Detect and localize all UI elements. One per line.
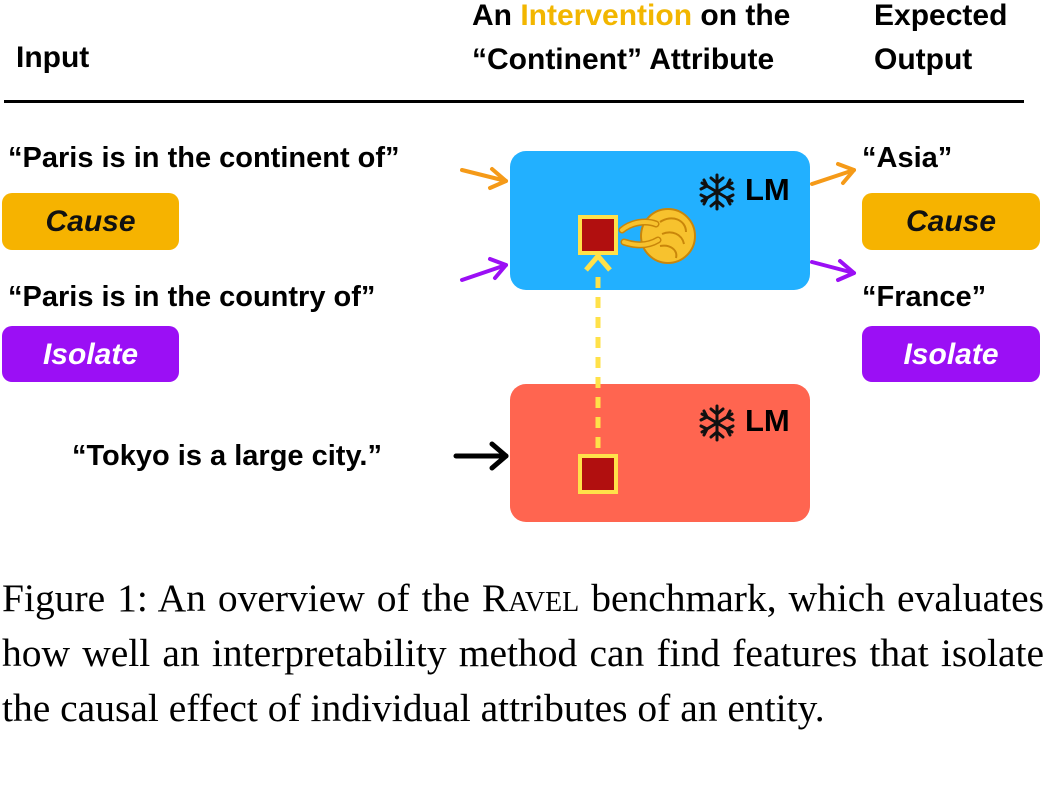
- isolate-prompt: “Paris is in the country of”: [8, 281, 376, 313]
- isolate-output-text: “France”: [862, 281, 987, 313]
- intervention-prefix: An: [472, 0, 512, 32]
- intervention-path: [578, 208, 696, 494]
- cause-output-text: “Asia”: [862, 142, 953, 174]
- bottom-neuron: [578, 454, 618, 494]
- output-isolate-tag: Isolate: [862, 326, 1040, 382]
- figure-caption: Figure 1: An overview of the Ravel bench…: [2, 571, 1044, 736]
- input-isolate-tag: Isolate: [2, 326, 179, 382]
- caption-prefix: Figure 1: An overview of the: [2, 576, 470, 620]
- intervention-suffix: on the: [700, 0, 791, 32]
- isolate-input-arrow: [460, 257, 508, 282]
- snowflake-icon: [699, 404, 735, 442]
- snowflake-icon: [699, 173, 735, 211]
- base-prompt: “Paris is in the continent of”: [8, 142, 400, 174]
- isolate-output-arrow: [810, 259, 856, 282]
- benchmark-name: Ravel: [481, 576, 580, 620]
- intervention-header-line2: “Continent” Attribute: [472, 43, 775, 76]
- base-input-arrow: [460, 167, 508, 190]
- top-neuron: [578, 215, 618, 255]
- bottom-lm-box: [510, 384, 810, 522]
- expected-header-line2: Output: [874, 43, 973, 76]
- caption-suffix: benchmark, which evaluates how well an i…: [2, 576, 1044, 730]
- intervention-word: Intervention: [520, 0, 693, 32]
- output-cause-tag: Cause: [862, 193, 1040, 250]
- intervention-column-header: An Intervention on the: [472, 0, 790, 38]
- cause-output-arrow: [810, 162, 856, 186]
- up-arrowhead: [584, 253, 612, 272]
- expected-header-line1: Expected: [874, 0, 1008, 32]
- input-column-header: Input: [16, 41, 90, 74]
- source-prompt: “Tokyo is a large city.”: [72, 440, 382, 472]
- header-divider: [4, 100, 1024, 103]
- base-cause-tag: Cause: [2, 193, 179, 250]
- bottom-lm-label: LM: [745, 403, 790, 438]
- source-input-arrow: [453, 441, 509, 471]
- flow-arrows: [453, 162, 856, 471]
- top-lm-label: LM: [745, 172, 790, 207]
- pinching-hand-icon: [618, 208, 696, 264]
